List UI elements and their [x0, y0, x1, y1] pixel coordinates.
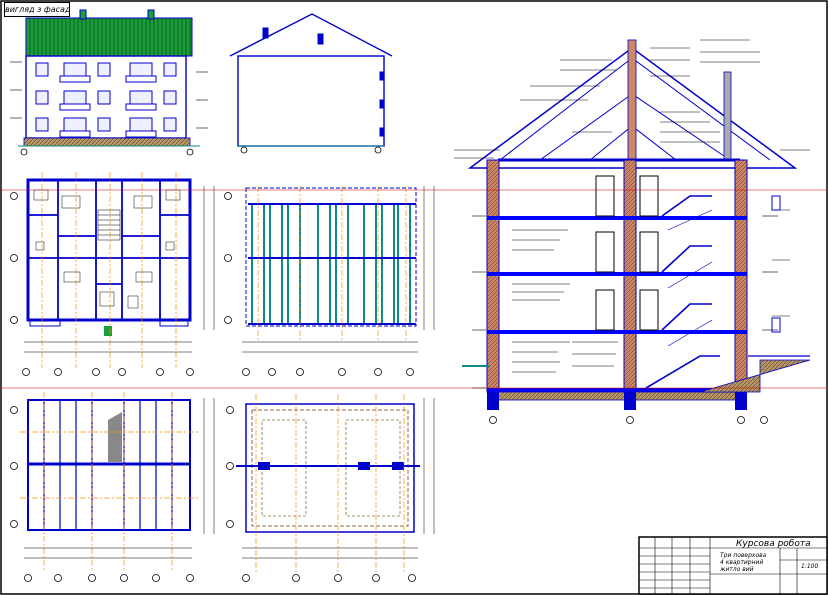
facade-balconies [59, 75, 157, 138]
foundation-axis-lines [255, 394, 405, 574]
front-facade [10, 9, 208, 156]
building-section [454, 39, 811, 424]
title-block-name: Курсова робота [736, 539, 811, 549]
section-floor-slabs [487, 216, 747, 392]
side-roof [229, 13, 393, 57]
section-stairs [645, 195, 720, 389]
section-doors [595, 175, 659, 331]
facade-level-marks [10, 61, 208, 129]
slab-beams [248, 203, 416, 325]
section-porch [699, 359, 811, 393]
dimension-lines [24, 186, 435, 559]
axis-bubbles [10, 192, 416, 582]
title-block-scale: 1:100 [801, 563, 818, 570]
slab-axis-lines [257, 186, 407, 340]
roof-plan-hatch [108, 412, 122, 462]
title-block-description-3: житло вий [719, 566, 754, 573]
facade-axis-markers [20, 148, 194, 156]
section-leaders [454, 39, 810, 373]
section-level-marks [472, 215, 778, 389]
facade-plinth [23, 137, 191, 147]
roof-plan-axis-lines [20, 392, 200, 570]
side-facade [229, 13, 393, 154]
title-block-description-1: Три поверхова [720, 552, 767, 559]
floor-plan-walls [28, 180, 190, 320]
foundation-plan [236, 394, 420, 574]
chimney-2 [147, 9, 155, 20]
roof-framing-plan [20, 392, 200, 570]
stair-core [97, 209, 121, 241]
section-red-lines [0, 189, 828, 389]
chimney-1 [79, 9, 87, 20]
facade-roof [25, 17, 193, 57]
slab-panels [251, 203, 411, 325]
side-wall [237, 55, 385, 147]
plan-axis-lines [41, 172, 177, 368]
title-block-description-2: 4 квартирний [720, 559, 763, 566]
facade-view-stamp: вигляд з фасаду [4, 2, 70, 17]
plan-fixtures [33, 189, 181, 309]
floor-plan [26, 178, 192, 336]
floor-slab-plan [245, 186, 417, 340]
facade-windows [35, 62, 177, 132]
section-rafters [499, 57, 771, 161]
section-foundation [497, 391, 739, 401]
title-block: Курсова робота Три поверхова 4 квартирни… [638, 536, 828, 595]
